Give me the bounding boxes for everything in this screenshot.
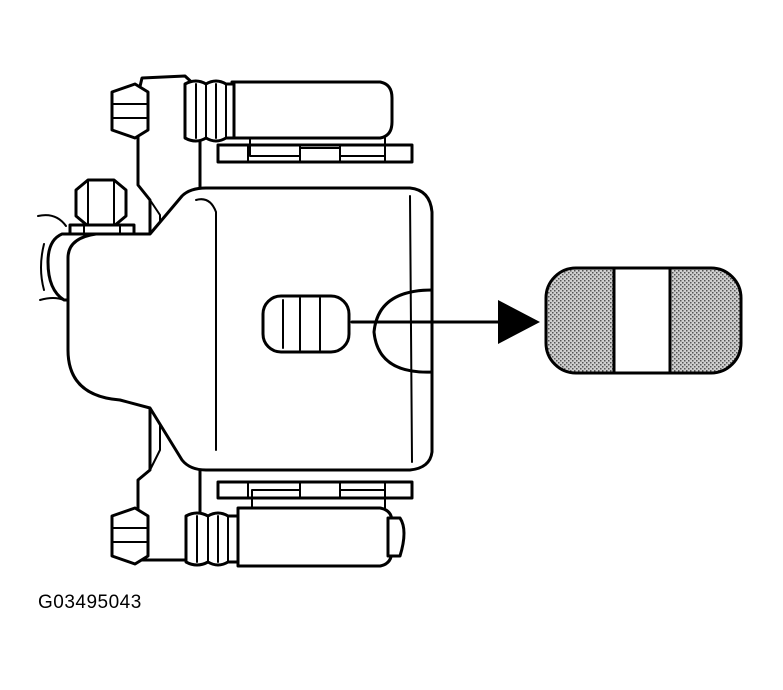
pad-wear-indicator-detail (544, 266, 743, 375)
lower-dust-boot (184, 511, 240, 567)
upper-dust-boot (183, 79, 236, 143)
figure-code: G03495043 (38, 592, 142, 613)
caliper-body (66, 186, 434, 472)
upper-guide-bolt (110, 82, 150, 140)
upper-pad-clip (216, 143, 414, 164)
lower-guide-pin-sleeve (236, 489, 406, 568)
lining-zone-center (614, 268, 670, 373)
lower-pad-clip (216, 480, 414, 500)
caliper-notch (372, 288, 434, 374)
upper-guide-pin-sleeve (230, 80, 394, 157)
worn-zone-right (670, 268, 741, 373)
worn-zone-left (546, 268, 614, 373)
inspection-window (261, 294, 351, 354)
pointer-arrow (350, 300, 540, 344)
lower-guide-bolt (110, 506, 150, 566)
